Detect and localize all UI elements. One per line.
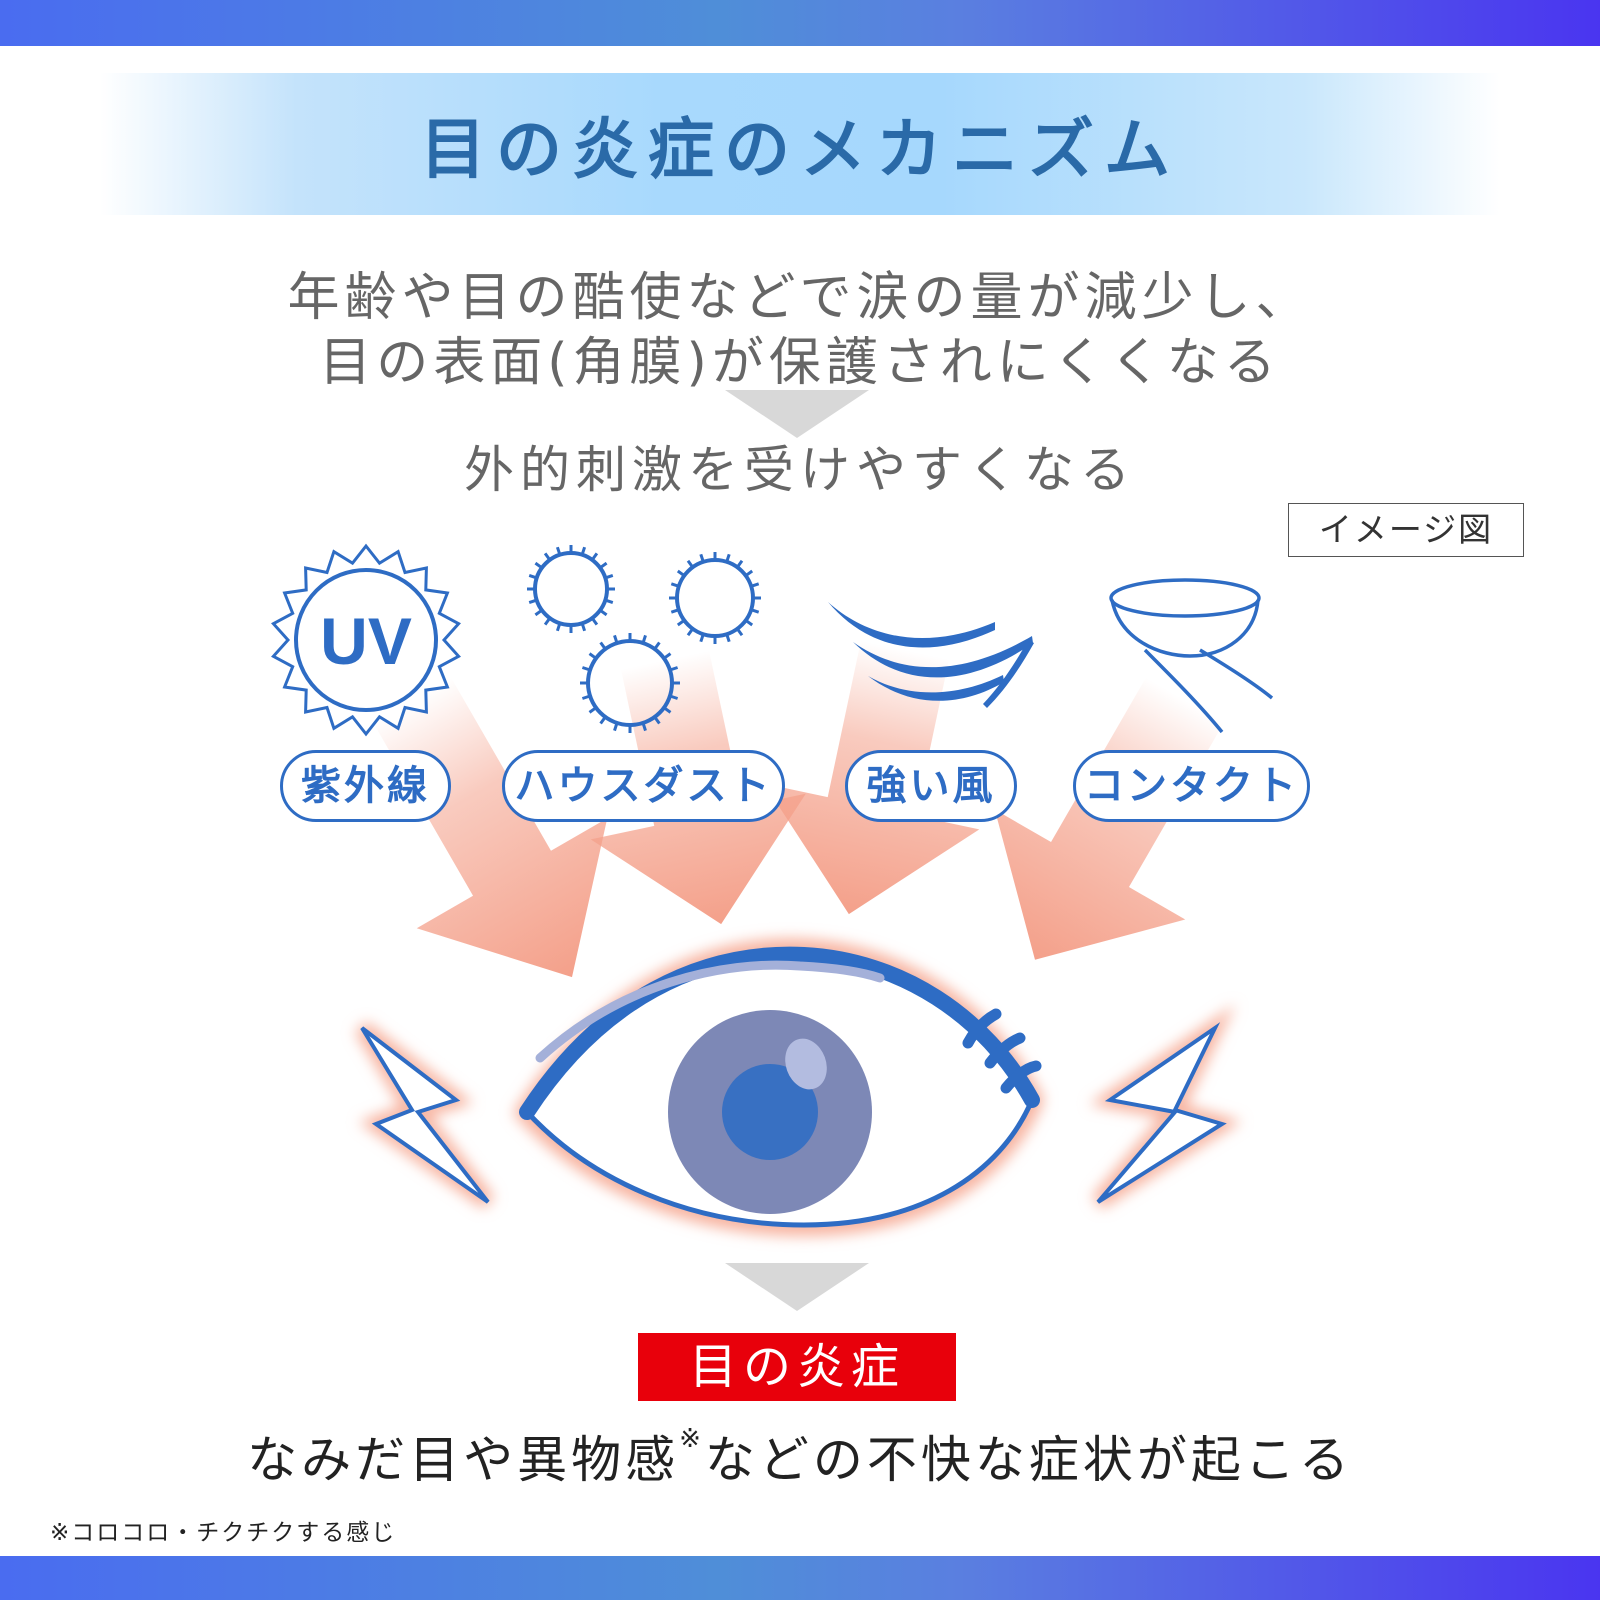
eyelash-3: [1000, 1060, 1042, 1094]
arrow-uv: [373, 677, 608, 978]
mechanism-diagram: UV: [271, 543, 1274, 1237]
eyelid-crease: [535, 960, 885, 1063]
label-contact-lens: コンタクト: [1073, 750, 1310, 822]
pupil: [722, 1064, 818, 1160]
page-title: 目の炎症のメカニズム: [420, 110, 1180, 188]
contact-lens-icon: [1109, 578, 1274, 734]
house-dust-icon: [527, 545, 761, 733]
wind-icon: [828, 602, 1034, 708]
intro-line-1: 年齢や目の酷使などで涙の量が減少し、: [287, 268, 1313, 328]
lightning-left-icon: [355, 1021, 495, 1209]
eye-highlight: [785, 1038, 827, 1090]
uv-icon-text: UV: [320, 604, 412, 678]
result-label: 目の炎症: [638, 1333, 956, 1401]
eye-illustration: [513, 938, 1045, 1237]
eyelash-2: [984, 1032, 1026, 1069]
title-band: [100, 73, 1500, 215]
symptom-main: なみだ目や異物感: [247, 1431, 680, 1489]
label-uv: 紫外線: [280, 750, 451, 822]
bottom-gradient-bar: [0, 1556, 1600, 1600]
label-strong-wind: 強い風: [845, 750, 1017, 822]
footnote: ※コロコロ・チクチクする感じ: [50, 1520, 397, 1546]
intro-line-2: 目の表面(角膜)が保護されにくくなる: [319, 333, 1281, 393]
symptom-mark: ※: [679, 1424, 705, 1454]
lightning-right-icon: [1089, 1004, 1242, 1209]
stimulus-text: 外的刺激を受けやすくなる: [464, 441, 1136, 499]
symptom-text: なみだ目や異物感※などの不快な症状が起こる: [0, 1420, 1600, 1492]
down-arrow-2: [725, 1263, 869, 1311]
uv-sun-icon: UV: [271, 543, 461, 737]
top-gradient-bar: [0, 0, 1600, 46]
down-arrow-1: [725, 390, 869, 438]
image-illustration-tag: イメージ図: [1288, 503, 1524, 557]
eyelash-1: [962, 1008, 1002, 1049]
symptom-rest: などの不快な症状が起こる: [704, 1431, 1353, 1489]
label-house-dust: ハウスダスト: [502, 750, 785, 822]
